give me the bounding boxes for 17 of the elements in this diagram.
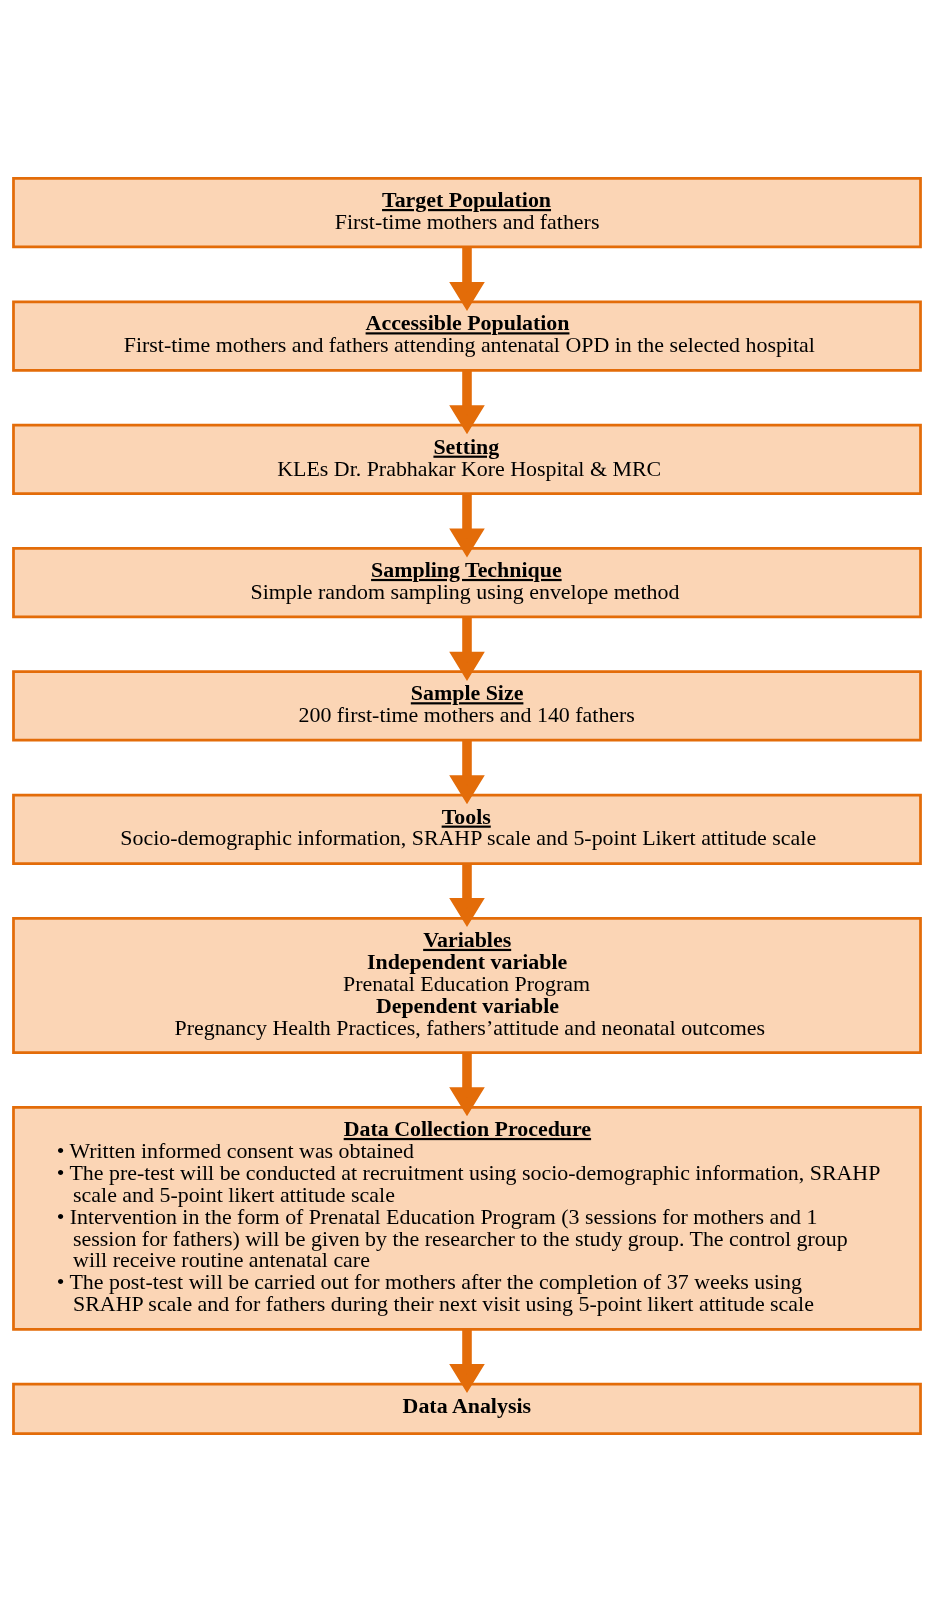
node-box: Accessible Population First-time mothers and fathers attending antenatal OPD in the selected hospital bbox=[12, 299, 922, 372]
arrow bbox=[449, 369, 485, 434]
arrow bbox=[449, 863, 485, 927]
arrow bbox=[449, 616, 485, 681]
arrow bbox=[449, 493, 485, 558]
node-box: Variables Independent variable Prenatal Education Program Dependent variable Pregnancy Health Practices, fathers’attitude and neonatal outcomes bbox=[12, 916, 922, 1054]
node-box: Sampling Technique Simple random sampling using envelope method bbox=[12, 546, 922, 618]
node-box: Target Population First-time mothers and fathers bbox=[12, 176, 922, 248]
arrow bbox=[449, 1329, 485, 1393]
arrow bbox=[449, 739, 485, 804]
arrow bbox=[449, 1052, 485, 1116]
node-box: Setting KLEs Dr. Prabhakar Kore Hospital & MRC bbox=[12, 423, 922, 495]
node-box: Data Collection Procedure • Written informed consent was obtained • The pre-test will be conducted at recruitment using socio-demographic information, SRAHP scale and 5-point likert attitude scale • Intervention in the form of Prenatal Education Program (3 sessions for mothers and 1 session for fathers) will be given by the researcher to the study group. The control group will receive routine antenatal care • The post-test will be carried out for mothers after the completion of 37 weeks using SRAHP scale and for fathers during their next visit using 5-point likert attitude scale bbox=[12, 1105, 922, 1331]
node-box: Sample Size 200 first-time mothers and 140 fathers bbox=[12, 669, 922, 742]
arrow bbox=[449, 246, 485, 311]
node-box: Data Analysis bbox=[12, 1382, 922, 1435]
node-box: Tools Socio-demographic information, SRAHP scale and 5-point Likert attitude scale bbox=[12, 793, 922, 865]
